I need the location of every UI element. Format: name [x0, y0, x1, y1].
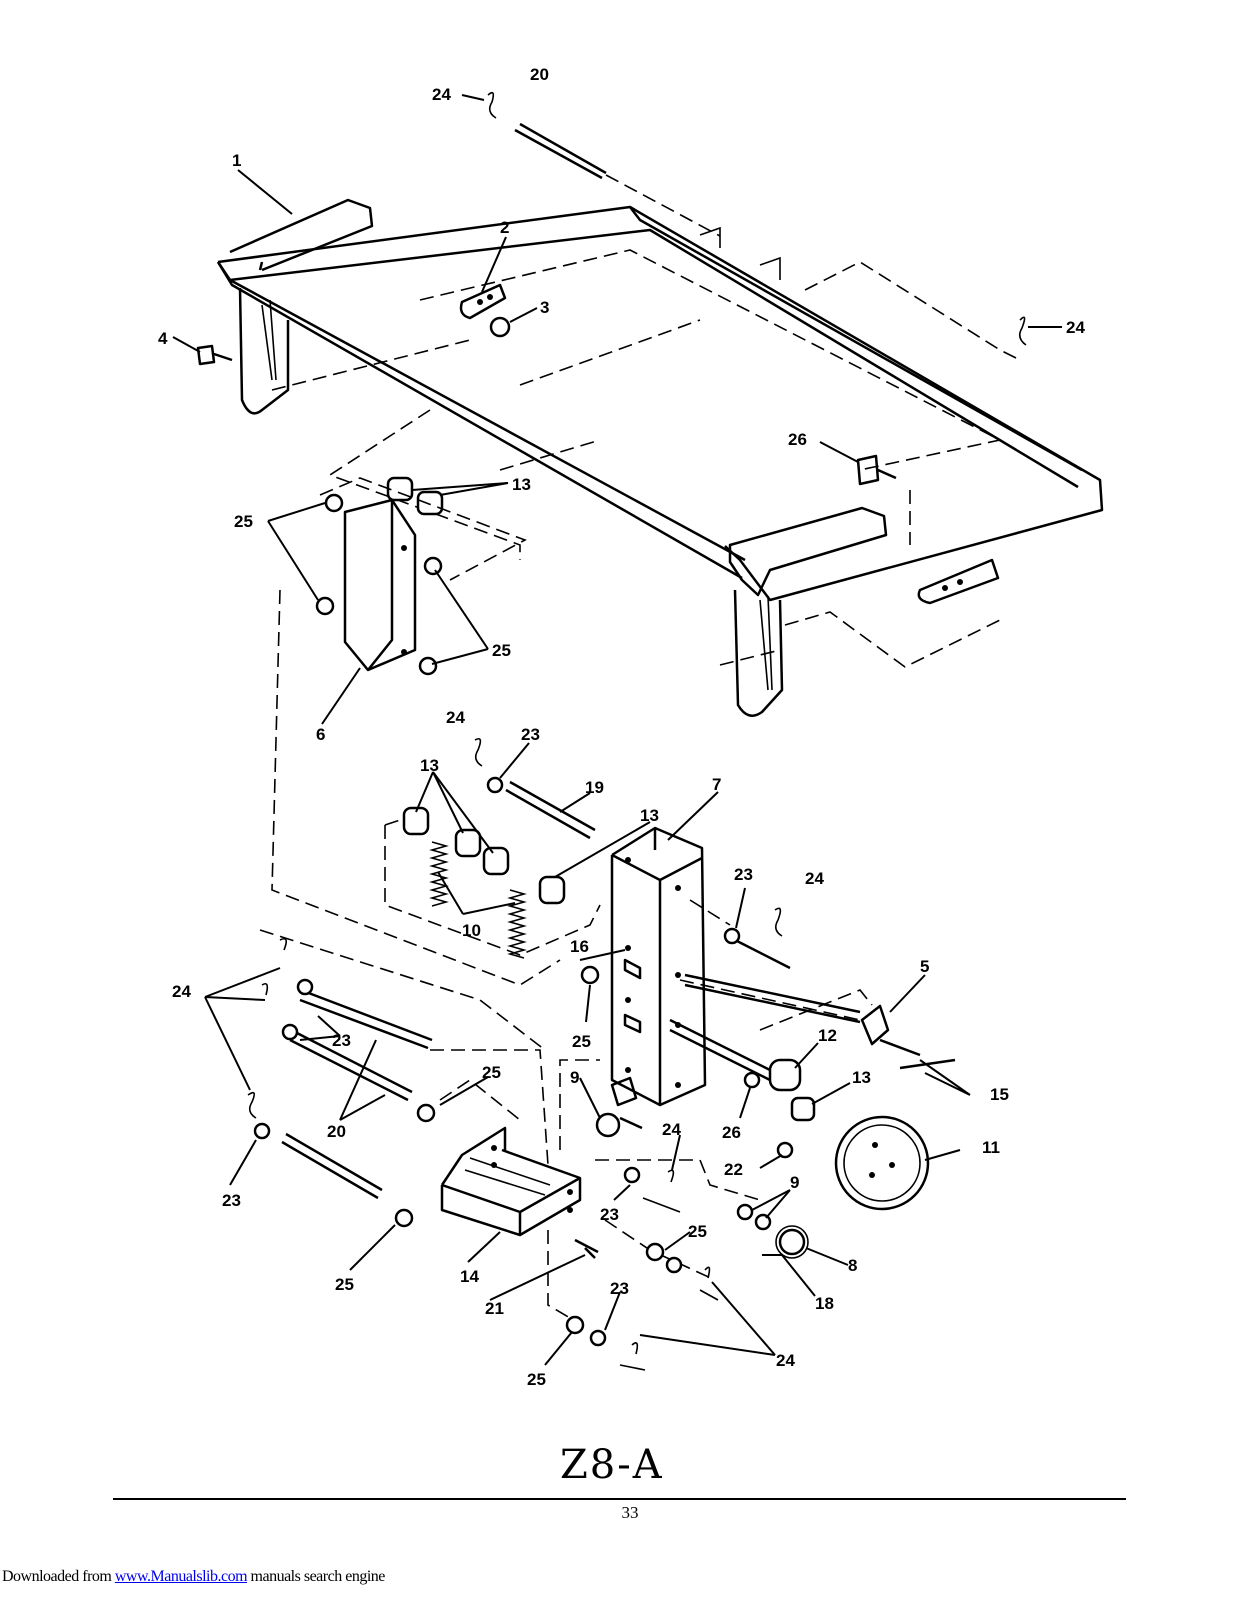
part-label-7: 7 [712, 775, 721, 794]
part-label-5: 5 [920, 957, 929, 976]
part-label-15: 15 [990, 1085, 1009, 1104]
part-label-9: 9 [790, 1173, 799, 1192]
part-label-14: 14 [460, 1267, 479, 1286]
part-label-8: 8 [848, 1256, 857, 1275]
part-label-16: 16 [570, 937, 589, 956]
download-footer: Downloaded from www.Manualslib.com manua… [2, 1568, 385, 1586]
part-label-13: 13 [512, 475, 531, 494]
part-label-21: 21 [485, 1299, 504, 1318]
part-label-25: 25 [482, 1063, 501, 1082]
part-label-25: 25 [492, 641, 511, 660]
part-labels: 1 2 3 4 5 6 7 8 9 9 10 11 12 13 13 13 13… [158, 65, 1085, 1389]
bracket-6 [271, 476, 561, 986]
spring-group [384, 776, 601, 959]
part-label-6: 6 [316, 725, 325, 744]
part-label-24: 24 [446, 708, 465, 727]
part-label-24: 24 [172, 982, 191, 1001]
part-label-11: 11 [982, 1138, 1000, 1157]
part-label-9: 9 [570, 1068, 579, 1087]
rod-group-20 [253, 929, 549, 1228]
part-label-23: 23 [734, 865, 753, 884]
part-label-24: 24 [662, 1120, 681, 1139]
part-label-24: 24 [1066, 318, 1085, 337]
part-label-23: 23 [610, 1279, 629, 1298]
footer-rule [113, 1498, 1126, 1500]
leader-lines [172, 94, 1062, 1366]
part-label-23: 23 [332, 1031, 351, 1050]
download-prefix: Downloaded from [2, 1568, 115, 1585]
part-label-24: 24 [805, 869, 824, 888]
exploded-parts-diagram: 1 2 3 4 5 6 7 8 9 9 10 11 12 13 13 13 13… [158, 65, 1104, 1389]
part-label-13: 13 [420, 756, 439, 775]
part-label-19: 19 [585, 778, 604, 797]
part-label-13: 13 [640, 806, 659, 825]
part-label-1: 1 [232, 151, 241, 170]
part-label-26: 26 [788, 430, 807, 449]
page-number: 33 [621, 1503, 639, 1522]
part-label-23: 23 [222, 1191, 241, 1210]
download-suffix: manuals search engine [247, 1568, 386, 1585]
part-label-25: 25 [572, 1032, 591, 1051]
part-label-25: 25 [688, 1222, 707, 1241]
part-label-10: 10 [462, 921, 481, 940]
part-label-12: 12 [818, 1026, 837, 1045]
part-label-22: 22 [724, 1160, 743, 1179]
figure-caption: Z8-A [560, 1442, 664, 1488]
lower-bracket-14 [440, 1059, 761, 1319]
part-label-18: 18 [815, 1294, 834, 1313]
part-label-26: 26 [722, 1123, 741, 1142]
part-label-24: 24 [432, 85, 451, 104]
part-label-2: 2 [500, 218, 509, 237]
part-label-25: 25 [234, 512, 253, 531]
part-label-20: 20 [530, 65, 549, 84]
gear-11 [834, 1115, 930, 1211]
part-label-23: 23 [521, 725, 540, 744]
part-label-24: 24 [776, 1351, 795, 1370]
manualslib-link[interactable]: www.Manualslib.com [114, 1568, 248, 1585]
part-label-13: 13 [852, 1068, 871, 1087]
part-label-4: 4 [158, 329, 168, 348]
part-label-3: 3 [540, 298, 549, 317]
part-label-25: 25 [527, 1370, 546, 1389]
frame-assembly [196, 122, 1104, 717]
drive-parts [247, 91, 1027, 1371]
part-label-23: 23 [600, 1205, 619, 1224]
part-label-25: 25 [335, 1275, 354, 1294]
part-label-20: 20 [327, 1122, 346, 1141]
channel-bracket-7 [580, 826, 873, 1107]
